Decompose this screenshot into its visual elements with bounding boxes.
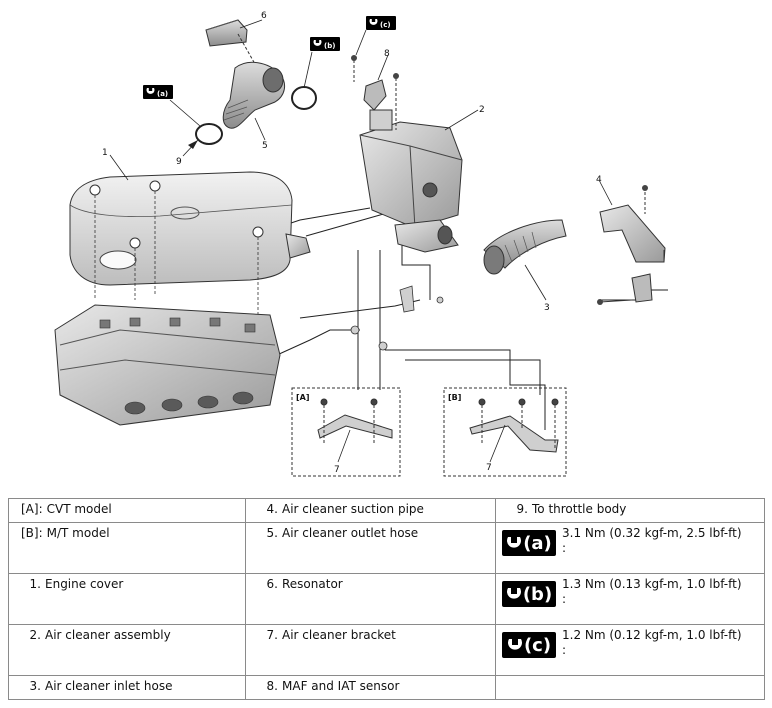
outlet-hose-part (222, 61, 286, 129)
air-cleaner-assembly-part (359, 109, 463, 253)
legend-text: To throttle body (532, 502, 627, 516)
legend-num: 7. (266, 628, 278, 642)
suction-pipe-part (597, 185, 666, 305)
resonator-part (205, 19, 256, 65)
detail-label-a: [A] (296, 393, 310, 402)
legend-cell-torque-b: (b) 1.3 Nm (0.13 kgf-m, 1.0 lbf-ft): (495, 573, 765, 625)
callout-3: 3 (544, 303, 550, 313)
inlet-hose-part (483, 219, 567, 275)
svg-text:(a): (a) (157, 90, 168, 98)
torque-badge-c: (c) (502, 632, 556, 658)
legend-row: 1. Engine cover 6. Resonator (b) 1.3 Nm (0… (8, 573, 765, 625)
wrench-icon (507, 639, 522, 650)
legend-text: Air cleaner suction pipe (282, 502, 424, 516)
svg-text:(b): (b) (324, 42, 335, 50)
torque-spec-a: 3.1 Nm (0.32 kgf-m, 2.5 lbf-ft) (562, 526, 742, 540)
torque-badge-a-diagram: (a) (143, 85, 173, 99)
legend-text: Air cleaner assembly (45, 628, 171, 642)
engine-cover-part (69, 171, 311, 286)
legend-tag: [A]: (21, 502, 43, 516)
legend-num: 6. (266, 577, 278, 591)
legend-cell-8: 8. MAF and IAT sensor (245, 675, 496, 700)
wrench-icon (507, 537, 522, 548)
legend-text: MAF and IAT sensor (282, 679, 400, 693)
legend-cell-7: 7. Air cleaner bracket (245, 624, 496, 676)
legend-cell-1: 1. Engine cover (8, 573, 246, 625)
torque-badge-c-diagram: (c) (366, 16, 396, 30)
legend-num: 5. (266, 526, 278, 540)
legend-cell-torque-a: (a) 3.1 Nm (0.32 kgf-m, 2.5 lbf-ft): (495, 522, 765, 574)
exploded-parts-diagram: [A] [B] 1 2 3 4 5 6 7 7 8 9 (54, 11, 668, 477)
continuation-mark: : (562, 541, 567, 555)
legend-table: [A]:CVT model 4. Air cleaner suction pipe… (8, 498, 765, 700)
callout-7-a: 7 (334, 465, 340, 475)
legend-tag: [B]: (21, 526, 43, 540)
legend-row: 2. Air cleaner assembly 7. Air cleaner bra… (8, 624, 765, 676)
legend-row: [B]:M/T model 5.Air cleaner outlet hose … (8, 522, 765, 574)
legend-cell-torque-c: (c) 1.2 Nm (0.12 kgf-m, 1.0 lbf-ft): (495, 624, 765, 676)
legend-num: 2. (29, 628, 41, 642)
legend-num: 4. (266, 502, 278, 516)
torque-badge-a: (a) (502, 530, 556, 556)
callout-5: 5 (262, 141, 268, 151)
legend-cell-4: 4. Air cleaner suction pipe (245, 498, 496, 523)
legend-cell-empty (495, 675, 765, 700)
maf-iat-sensor-part (351, 55, 399, 130)
callout-6: 6 (261, 11, 267, 21)
callout-1: 1 (102, 148, 108, 158)
legend-num: 8. (266, 679, 278, 693)
continuation-mark: : (562, 643, 567, 657)
callout-2: 2 (479, 105, 485, 115)
torque-badge-b: (b) (502, 581, 556, 607)
legend-text: CVT model (46, 502, 112, 516)
legend-cell-6: 6. Resonator (245, 573, 496, 625)
callout-7-b: 7 (486, 463, 492, 473)
bracket-hardware (350, 285, 444, 351)
legend-num: 3. (29, 679, 41, 693)
legend-cell-b: [B]:M/T model (8, 522, 246, 574)
callout-4: 4 (596, 175, 602, 185)
detail-label-b: [B] (448, 393, 461, 402)
wrench-icon (506, 588, 521, 599)
legend-text: Air cleaner bracket (282, 628, 396, 642)
legend-row: [A]:CVT model 4. Air cleaner suction pipe… (8, 498, 765, 523)
svg-text:(c): (c) (380, 21, 391, 29)
legend-text: Resonator (282, 577, 343, 591)
torque-spec-b: 1.3 Nm (0.13 kgf-m, 1.0 lbf-ft) (562, 577, 742, 591)
legend-cell-a: [A]:CVT model (8, 498, 246, 523)
legend-num: 9. (516, 502, 528, 516)
legend-text: Air cleaner inlet hose (45, 679, 173, 693)
callout-8: 8 (384, 49, 390, 59)
legend-text: M/T model (46, 526, 110, 540)
torque-spec-c: 1.2 Nm (0.12 kgf-m, 1.0 lbf-ft) (562, 628, 742, 642)
legend-cell-5: 5. Air cleaner outlet hose (245, 522, 496, 574)
callout-9: 9 (176, 157, 182, 167)
continuation-mark: : (562, 592, 567, 606)
torque-badge-b-diagram: (b) (310, 37, 340, 51)
cylinder-head-part (54, 304, 281, 426)
legend-row: 3. Air cleaner inlet hose 8. MAF and IAT s… (8, 675, 765, 700)
legend-cell-3: 3. Air cleaner inlet hose (8, 675, 246, 700)
legend-num: 1. (29, 577, 41, 591)
legend-cell-9: 9. To throttle body (495, 498, 765, 523)
legend-text: Air cleaner outlet hose (282, 526, 419, 540)
legend-text: Engine cover (45, 577, 124, 591)
legend-cell-2: 2. Air cleaner assembly (8, 624, 246, 676)
